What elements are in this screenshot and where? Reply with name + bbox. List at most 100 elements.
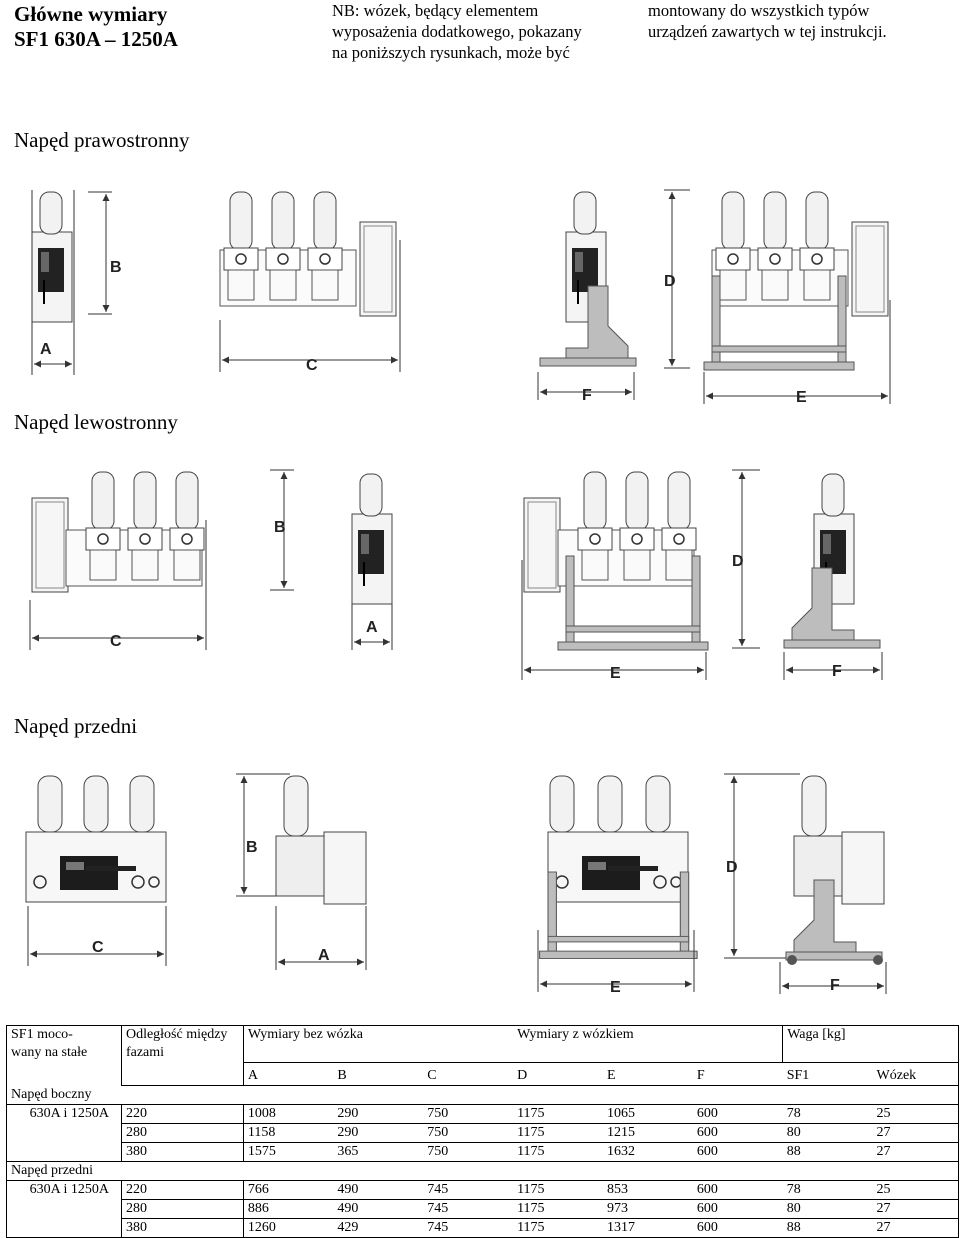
cell: 745 [423,1199,514,1219]
note-column-1: NB: wózek, będący elementem wyposażenia … [332,0,582,63]
cell: 27 [872,1218,959,1238]
subheader-d: D [513,1061,603,1086]
cell: 600 [692,1123,783,1143]
table-row: 280 1158 290 750 1175 1215 600 80 27 [7,1123,959,1143]
cell: 220 [120,1104,244,1124]
cell: 600 [692,1218,783,1238]
note-column-2: montowany do wszystkich typów urządzeń z… [648,0,887,42]
section-title-left-drive: Napęd lewostronny [14,410,178,434]
spacer [243,1161,960,1181]
cell: 365 [333,1142,424,1162]
dim-label-b: B [274,519,286,536]
cell: 1175 [513,1218,603,1238]
title-line-2: SF1 630A – 1250A [14,27,178,51]
cell: 280 [120,1199,244,1219]
cell: 25 [872,1104,959,1124]
dim-label-a: A [40,341,52,358]
cell: 25 [872,1180,959,1200]
header-fixed-mount: SF1 moco- wany na stałe [6,1025,122,1085]
subheader-sf1: SF1 [782,1061,873,1086]
cell: 1632 [602,1142,693,1162]
cell: 1215 [602,1123,693,1143]
title-line-1: Główne wymiary [14,2,168,26]
table-row: 630A i 1250A 220 766 490 745 1175 853 60… [6,1180,959,1238]
cell: 490 [333,1180,424,1200]
cell: 1008 [242,1104,334,1124]
cell: 1175 [513,1199,603,1219]
cell: 1158 [242,1123,334,1143]
dim-label-c: C [110,633,122,650]
header-text: wany na stałe [11,1045,88,1060]
row-type: 630A i 1250A [6,1104,122,1162]
row-type: 630A i 1250A [6,1180,122,1238]
subheader-b: B [333,1061,424,1086]
group-side-drive: Napęd boczny [6,1085,244,1105]
cell: 973 [602,1199,693,1219]
cell: 1175 [513,1104,603,1124]
dim-label-a: A [318,947,330,964]
subheader-c: C [423,1061,514,1086]
cell: 1065 [602,1104,693,1124]
header-text: Odległość między [125,1027,228,1042]
subheader-e: E [602,1061,693,1086]
cell: 27 [872,1123,959,1143]
header-text: fazami [125,1045,165,1060]
table-row: 380 1575 365 750 1175 1632 600 88 27 [7,1142,959,1162]
cell: 490 [333,1199,424,1219]
dim-label-d: D [732,553,744,570]
note-line: montowany do wszystkich typów [648,1,870,20]
header-weight: Waga [kg] [782,1025,959,1062]
cell: 280 [120,1123,244,1143]
page-title: Główne wymiary SF1 630A – 1250A [14,2,178,52]
note-line: wyposażenia dodatkowego, pokazany [332,22,582,41]
header-with-trolley: Wymiary z wózkiem [513,1025,783,1062]
dim-label-a: A [366,619,378,636]
table-header-row: SF1 moco- wany na stałe Odległość między… [6,1025,959,1085]
subheader-trolley: Wózek [872,1061,959,1086]
cell: 766 [242,1180,334,1200]
note-line: na poniższych rysunkach, może być [332,43,570,62]
header-without-trolley: Wymiary bez wózka [243,1025,514,1062]
cell: 27 [872,1142,959,1162]
cell: 600 [692,1180,783,1200]
cell: 88 [782,1142,873,1162]
subheader-a: A [242,1061,334,1086]
dim-label-d: D [726,859,738,876]
table-row: Napęd boczny [6,1085,960,1105]
table-subheader-row: A B C D E F SF1 Wózek [7,1061,959,1086]
table-row: 380 1260 429 745 1175 1317 600 88 27 [7,1218,959,1238]
cell: 78 [782,1104,873,1124]
table-row: 630A i 1250A 220 1008 290 750 1175 1065 … [6,1104,959,1162]
cell: 88 [782,1218,873,1238]
cell: 600 [692,1142,783,1162]
dim-label-c: C [92,939,104,956]
dim-label-e: E [610,979,621,996]
cell: 80 [782,1199,873,1219]
dim-label-c: C [306,357,318,374]
subheader-empty [120,1062,244,1086]
note-line: urządzeń zawartych w tej instrukcji. [648,22,887,41]
table-row: Napęd przedni [6,1161,960,1181]
group-front-drive: Napęd przedni [6,1161,244,1181]
cell: 745 [423,1180,514,1200]
note-line: NB: wózek, będący elementem [332,1,539,20]
dim-label-e: E [796,389,807,406]
cell: 290 [333,1123,424,1143]
spacer [243,1085,960,1105]
subheader-f: F [692,1061,783,1086]
cell: 1260 [242,1218,334,1238]
cell: 750 [423,1142,514,1162]
cell: 380 [120,1218,244,1238]
cell: 750 [423,1123,514,1143]
dim-label-b: B [246,839,258,856]
dim-label-f: F [832,663,842,680]
header-text: SF1 moco- [11,1027,73,1042]
cell: 27 [872,1199,959,1219]
cell: 380 [120,1142,244,1162]
section-title-front-drive: Napęd przedni [14,714,138,738]
cell: 600 [692,1199,783,1219]
